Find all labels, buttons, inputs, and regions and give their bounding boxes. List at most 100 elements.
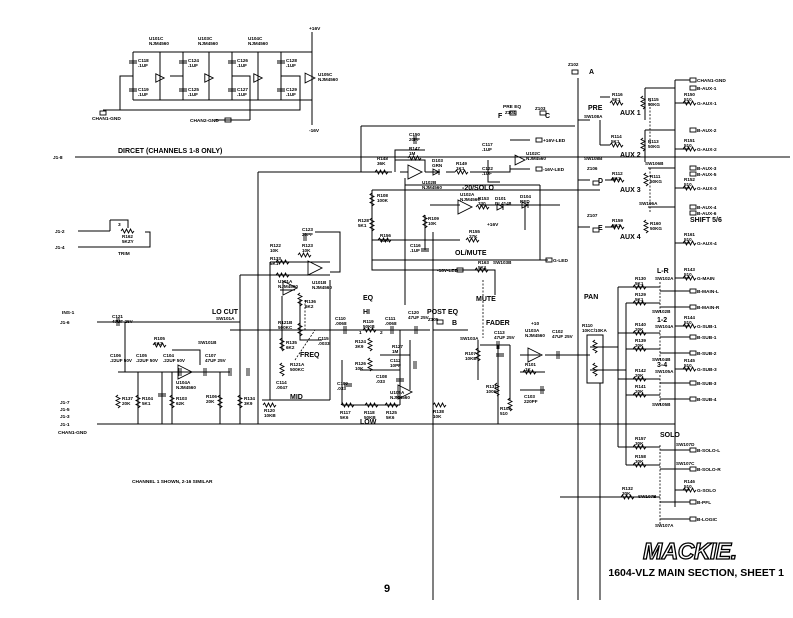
component-value: 50KB — [363, 324, 375, 329]
component-c129: C129.1UF — [286, 87, 297, 97]
pt-b-label: B — [452, 320, 457, 327]
resistor-symbol — [632, 329, 647, 337]
component-value: 5K6 — [386, 415, 395, 420]
capacitor-symbol — [228, 60, 236, 64]
connector-terminal — [689, 171, 697, 177]
component-ref: Z107 — [587, 213, 598, 218]
capacitor-symbol — [343, 326, 347, 334]
component-ref: SW103A — [460, 336, 479, 341]
component-value: 5KZY — [122, 239, 134, 244]
component-ref: SW105A — [655, 369, 674, 374]
direct-label: DIRCET (CHANNELS 1-8 ONLY) — [118, 148, 222, 155]
component-ref: C103 — [524, 394, 535, 399]
component-value: .1UF — [237, 63, 247, 68]
component-value: .1UF — [482, 171, 492, 176]
g-aux3-label: G-AUX-3 — [697, 186, 717, 192]
resistor-symbol — [407, 154, 422, 162]
component-value: 10PF — [390, 363, 401, 368]
connector-terminal — [689, 350, 697, 356]
component-value: 5K1 — [270, 261, 279, 266]
component-value: 20K — [635, 343, 644, 348]
component-ref: SW103B — [493, 260, 512, 265]
component-c110: C110.0068 — [335, 316, 347, 326]
resistor-symbol — [366, 337, 374, 352]
capacitor-symbol — [390, 326, 394, 334]
component-ref: C127 — [237, 87, 248, 92]
component-value: 20K — [122, 401, 131, 406]
component-c108: C108.033 — [376, 374, 387, 384]
aux2-label: AUX 2 — [620, 152, 641, 159]
component-ref: C107 — [205, 353, 216, 358]
resistor-symbol — [632, 443, 647, 451]
component-value: 5K1 — [478, 265, 487, 270]
connector-terminal — [689, 127, 697, 133]
component-value: 6K2 — [286, 345, 295, 350]
component-ref: R158 — [635, 454, 646, 459]
component-c118: C118.1UF — [138, 58, 149, 68]
component-ref: R113 — [648, 139, 659, 144]
component-value: .0033 — [318, 341, 330, 346]
component-ref: U105C — [318, 72, 333, 77]
lo-cut-label: LO CUT — [212, 309, 239, 316]
component-ref: R132 — [622, 486, 633, 491]
b-solo-l-label: B-SOLO-L — [697, 448, 720, 454]
component-ref: R109 — [428, 216, 439, 221]
component-ref: C117 — [482, 142, 493, 147]
component-ref: U105A — [390, 390, 405, 395]
b-sub1-label: B-SUB-1 — [697, 335, 717, 341]
component-c109: C109.033 — [337, 381, 348, 391]
n16v-led-label: -16V-LED — [543, 167, 565, 173]
connector-terminal — [689, 165, 697, 171]
mute-label: MUTE — [476, 296, 496, 303]
component-ref: R110 — [582, 323, 593, 328]
component-ref: SW108B — [584, 156, 603, 161]
component-ref: C104 — [163, 353, 174, 358]
component-sw104a: SW104A — [655, 324, 674, 329]
opamp-symbol — [177, 364, 194, 380]
component-value: 1M — [409, 151, 416, 156]
component-ref: U104A — [176, 380, 191, 385]
component-ref: U103C — [198, 36, 213, 41]
component-value: 50KG — [650, 226, 662, 231]
j1-7-label: J1-7 — [60, 400, 70, 406]
b-aux2-label: B-AUX-2 — [697, 128, 717, 134]
component-value: 1K — [525, 367, 532, 372]
lr-label: L-R — [657, 268, 669, 275]
connector-terminal — [535, 166, 543, 172]
chan2-gnd-label: CHAN2-GND — [190, 118, 219, 124]
diode-symbol — [521, 201, 530, 209]
component-ref: R120 — [264, 408, 275, 413]
resistor-symbol — [432, 401, 447, 409]
connector-terminal — [592, 180, 600, 186]
component-ref: R150 — [684, 92, 695, 97]
wire — [103, 75, 301, 111]
j1-3-label: J1-3 — [60, 414, 70, 420]
resistor-symbol — [632, 345, 647, 353]
connector-terminal — [689, 77, 697, 83]
resistor-symbol — [682, 184, 697, 192]
component-c128: C128.1UF — [286, 58, 297, 68]
wires — [75, 32, 790, 600]
component-ref: R133 — [270, 256, 281, 261]
connector-terminal — [456, 267, 464, 273]
resistor-symbol — [639, 95, 647, 110]
component-z104: Z104 — [505, 110, 516, 115]
g-main-label: G-MAIN — [697, 276, 715, 282]
component-ref: SW106A — [639, 201, 658, 206]
component-value: 20K — [635, 327, 644, 332]
component-value: 330 — [478, 201, 486, 206]
component-value: 36K — [377, 161, 386, 166]
